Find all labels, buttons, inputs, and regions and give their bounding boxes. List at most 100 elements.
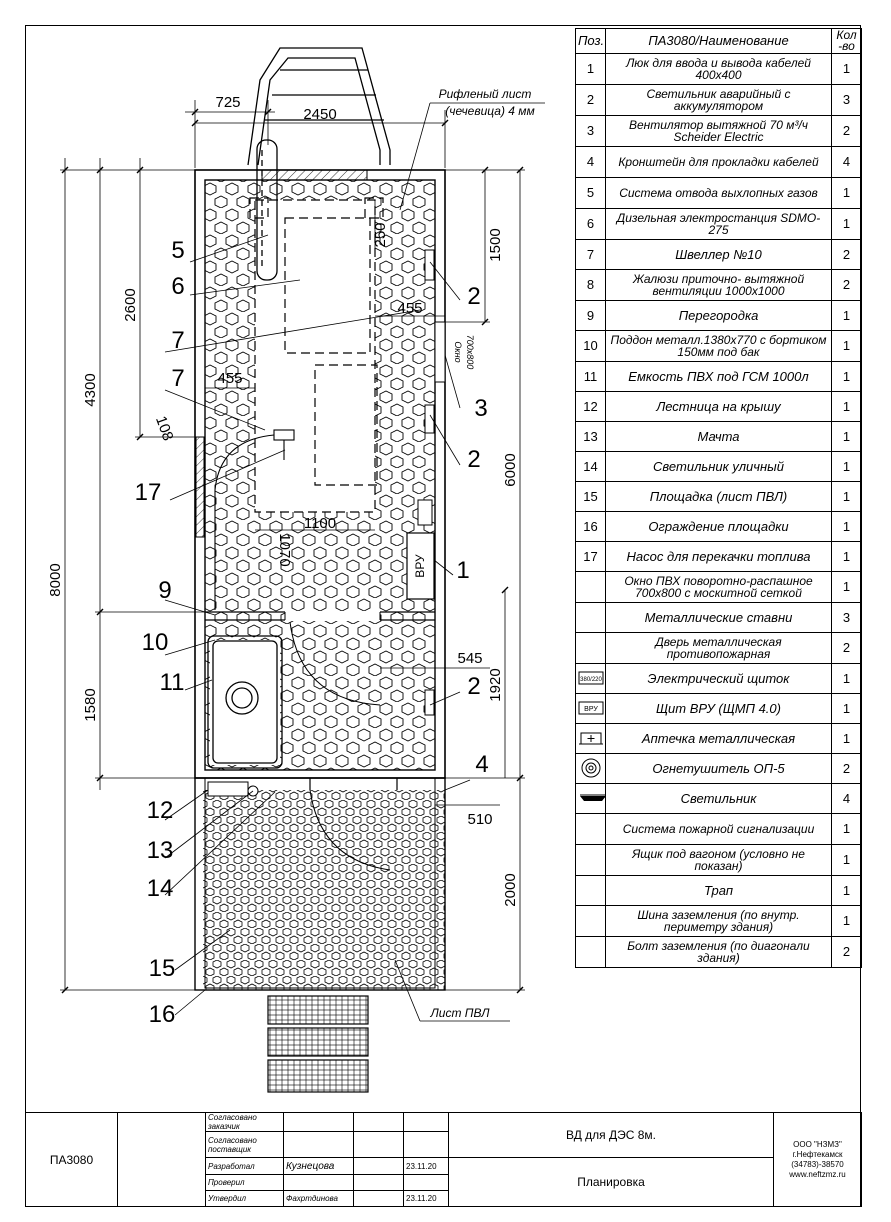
vru-box [406, 532, 435, 600]
spec-pos [575, 813, 606, 845]
spec-qty: 1 [831, 208, 862, 240]
vru-box-label: ВРУ [413, 554, 427, 578]
dim-455-a: 455 [397, 300, 422, 317]
spec-pos: 2 [575, 84, 606, 116]
riffled-sheet-strip [261, 169, 368, 181]
spec-qty: 1 [831, 905, 862, 937]
spec-pos [575, 723, 606, 754]
roof-ladder [247, 47, 391, 166]
spec-row: Болт заземления (по диагонали здания)2 [575, 936, 862, 968]
callout-2-b: 2 [467, 446, 480, 473]
spec-name: Мачта [605, 421, 832, 452]
spec-pos: 1 [575, 53, 606, 85]
tb-r3-role: Разработал [205, 1157, 284, 1175]
spec-qty: 3 [831, 602, 862, 633]
tb-r5-date: 23.11.20 [403, 1189, 449, 1208]
dim-8000: 8000 [47, 563, 64, 596]
callout-1: 1 [456, 557, 469, 584]
spec-pos: ВРУ [575, 693, 606, 724]
spec-name: Дверь металлическая противопожарная [605, 632, 832, 664]
title-code: ПА3080 [25, 1112, 118, 1207]
callout-5: 5 [171, 237, 184, 264]
window-label-2: 700х800 [465, 335, 475, 370]
title-project: ВД для ДЭС 8м. [448, 1111, 774, 1159]
dim-2450: 2450 [303, 106, 336, 123]
spec-qty: 2 [831, 239, 862, 270]
genset-area [255, 200, 375, 512]
spec-name: Дизельная электростанция SDMO-275 [605, 208, 832, 240]
spec-name: Емкость ПВХ под ГСМ 1000л [605, 361, 832, 392]
spec-qty: 1 [831, 813, 862, 845]
title-block: ПА3080 Согласовано заказчик ВД для ДЭС 8… [25, 1111, 862, 1208]
title-sheet: Планировка [448, 1157, 774, 1207]
dim-545: 545 [457, 650, 482, 667]
exhaust-system [256, 139, 278, 281]
spec-name: Светильник аварийный с аккумулятором [605, 84, 832, 116]
callout-10: 10 [142, 629, 169, 656]
spec-pos: 7 [575, 239, 606, 270]
spec-name: Система отвода выхлопных газов [605, 177, 832, 209]
callout-11: 11 [160, 669, 185, 696]
spec-name: Ящик под вагоном (условно не показан) [605, 844, 832, 876]
spec-row: Ящик под вагоном (условно не показан)1 [575, 844, 862, 876]
callout-3: 3 [474, 395, 487, 422]
callout-2-c: 2 [467, 673, 480, 700]
spec-pos: 11 [575, 361, 606, 392]
spec-name: Светильник уличный [605, 451, 832, 482]
spec-pos [575, 783, 606, 814]
spec-pos: 10 [575, 330, 606, 362]
callout-15: 15 [149, 955, 176, 982]
spec-pos: 9 [575, 300, 606, 331]
spec-qty: 1 [831, 421, 862, 452]
spec-header-name: ПА3080/Наименование [605, 28, 832, 54]
callout-4: 4 [475, 751, 488, 778]
spec-qty: 2 [831, 269, 862, 301]
callout-16: 16 [149, 1001, 176, 1028]
spec-qty: 1 [831, 571, 862, 603]
dim-2000: 2000 [502, 873, 519, 906]
tank-area [210, 640, 280, 765]
spec-name: Ограждение площадки [605, 511, 832, 542]
spec-name: Площадка (лист ПВЛ) [605, 481, 832, 512]
dim-2600: 2600 [122, 288, 139, 321]
door-swing-1 [289, 621, 381, 706]
spec-pos [575, 875, 606, 906]
spec-name: Электрический щиток [605, 663, 832, 694]
riffled-label-1: Рифленый лист [439, 87, 532, 101]
spec-pos [575, 905, 606, 937]
spec-qty: 1 [831, 693, 862, 724]
spec-qty: 2 [831, 632, 862, 664]
spec-qty: 1 [831, 481, 862, 512]
tb-r3-date: 23.11.20 [403, 1157, 449, 1175]
spec-pos: 16 [575, 511, 606, 542]
spec-name: Вентилятор вытяжной 70 м³/ч Scheider Ele… [605, 115, 832, 147]
callout-9: 9 [158, 577, 171, 604]
spec-qty: 4 [831, 783, 862, 814]
spec-name: Насос для перекачки топлива [605, 541, 832, 572]
spec-qty: 1 [831, 875, 862, 906]
callout-17: 17 [135, 479, 162, 506]
spec-qty: 1 [831, 53, 862, 85]
window-label-1: Окно [453, 341, 463, 362]
dim-108: 108 [152, 414, 177, 443]
spec-header-pos: Поз. [575, 28, 606, 54]
spec-pos: 8 [575, 269, 606, 301]
spec-qty: 1 [831, 177, 862, 209]
